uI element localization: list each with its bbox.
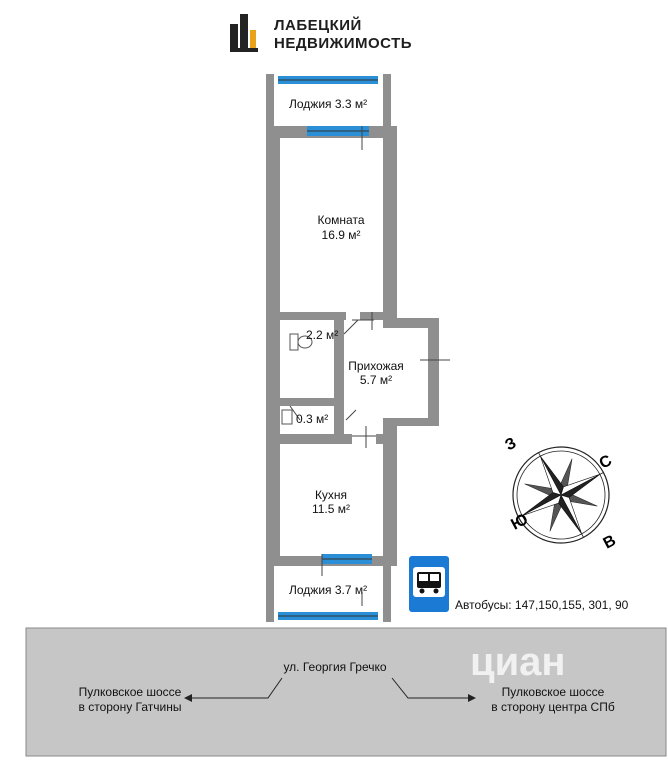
toilet-icon: [289, 333, 313, 351]
bus-routes: Автобусы: 147,150,155, 301, 90: [455, 598, 629, 612]
loggia-bottom-label: Лоджия 3.7 м²: [289, 583, 368, 597]
arrow-right-icon: [468, 694, 476, 702]
brand-line2: НЕДВИЖИМОСТЬ: [274, 35, 413, 52]
wc-area: 0.3 м²: [296, 412, 329, 426]
logo-icon: [230, 14, 258, 52]
room-name: Комната: [317, 213, 365, 227]
sink-icon: [281, 409, 293, 425]
right-direction-line2: в сторону центра СПб: [491, 700, 615, 714]
kitchen-area: 11.5 м²: [311, 502, 351, 516]
hall-name: Прихожая: [348, 359, 404, 373]
left-direction-line2: в сторону Гатчины: [78, 700, 182, 714]
loggia-top-label: Лоджия 3.3 м²: [289, 97, 368, 111]
watermark-brand: циан: [470, 640, 566, 684]
compass-south: Ю: [508, 511, 531, 534]
bathroom-area: 2.2 м²: [306, 328, 339, 342]
brand-line1: ЛАБЕЦКИЙ: [274, 17, 362, 34]
left-direction-line1: Пулковское шоссе: [78, 685, 182, 699]
room-area: 16.9 м²: [321, 228, 361, 242]
compass-rose-icon: З С Ю В: [502, 435, 618, 553]
right-direction-line1: Пулковское шоссе: [501, 685, 605, 699]
arrow-left-icon: [184, 694, 192, 702]
kitchen-name: Кухня: [314, 488, 348, 502]
hall-area: 5.7 м²: [359, 373, 393, 387]
street-name: ул. Георгия Гречко: [283, 660, 387, 674]
street-lines: [190, 677, 470, 699]
bus-stop-icon: [409, 556, 449, 612]
